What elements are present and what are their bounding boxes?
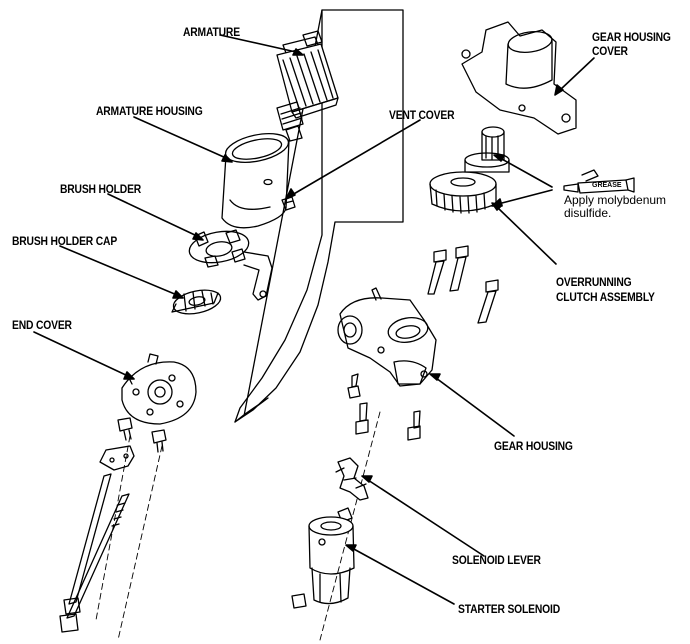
gear-housing-part bbox=[337, 287, 437, 387]
solenoid-lever-part bbox=[335, 457, 369, 501]
brush-holder-cap-part bbox=[171, 289, 222, 315]
end-cover-part bbox=[121, 353, 197, 425]
armature-panel-outline bbox=[234, 9, 404, 423]
assembly-axes bbox=[95, 411, 381, 641]
through-bolts bbox=[59, 473, 130, 633]
armature-housing-part bbox=[221, 132, 290, 229]
panel-left-edge bbox=[234, 9, 323, 423]
label-overrunning-line2: CLUTCH ASSEMBLY bbox=[556, 290, 655, 304]
label-solenoid-lever: SOLENOID LEVER bbox=[452, 553, 541, 567]
grease-note-line2: disulfide. bbox=[564, 206, 612, 220]
gear-housing-upper-bolts bbox=[427, 245, 499, 324]
label-armature: ARMATURE bbox=[183, 25, 240, 39]
overrunning-clutch-part bbox=[429, 126, 510, 214]
label-overrunning-line1: OVERRUNNING bbox=[556, 275, 632, 289]
label-starter-solenoid: STARTER SOLENOID bbox=[458, 602, 560, 616]
label-gear-housing: GEAR HOUSING bbox=[494, 439, 573, 453]
label-end-cover: END COVER bbox=[12, 318, 72, 332]
label-gear-housing-cover-line2: COVER bbox=[592, 44, 628, 58]
starter-solenoid-part bbox=[291, 507, 355, 609]
label-armature-housing: ARMATURE HOUSING bbox=[96, 104, 203, 118]
grease-tube-part bbox=[563, 169, 635, 194]
leader-lines bbox=[33, 34, 595, 605]
end-cover-screws bbox=[117, 417, 167, 453]
grease-note-line1: Apply molybdenum bbox=[564, 193, 667, 207]
armature-part bbox=[276, 30, 339, 142]
gear-housing-lower-bolts bbox=[347, 373, 421, 441]
brush-holder-part bbox=[188, 229, 273, 301]
label-gear-housing-cover-line1: GEAR HOUSING bbox=[592, 30, 671, 44]
grease-tag: GREASE bbox=[592, 182, 622, 189]
bracket-part bbox=[99, 445, 135, 471]
label-brush-holder: BRUSH HOLDER bbox=[60, 182, 142, 196]
label-brush-holder-cap: BRUSH HOLDER CAP bbox=[12, 234, 118, 248]
gear-housing-cover-part bbox=[461, 21, 577, 135]
label-vent-cover: VENT COVER bbox=[389, 108, 455, 122]
